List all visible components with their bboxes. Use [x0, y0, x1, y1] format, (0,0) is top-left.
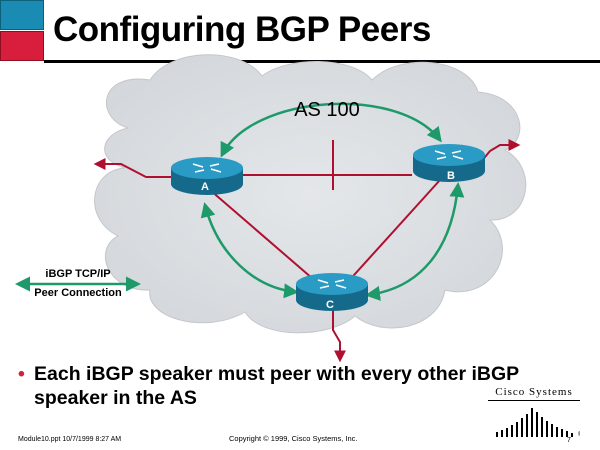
router-a[interactable]: A [171, 157, 243, 195]
router-c[interactable]: C [296, 273, 368, 311]
page-title: Configuring BGP Peers [53, 10, 431, 49]
peer-a-b [220, 102, 442, 158]
footer-file-info: Module10.ppt 10/7/1999 8:27 AM [18, 436, 122, 443]
router-b[interactable]: B [413, 144, 485, 182]
cisco-logo-text: Cisco Systems [495, 386, 573, 398]
router-a-label: A [201, 181, 209, 193]
peer-b-c [365, 182, 465, 301]
router-b-label: B [447, 170, 455, 182]
peer-a-c [200, 202, 299, 299]
external-link-c [332, 308, 346, 363]
router-arrows-icon [434, 150, 464, 160]
bullet-point: • Each iBGP speaker must peer with every… [18, 362, 538, 410]
router-c-label: C [326, 299, 334, 311]
bullet-text: Each iBGP speaker must peer with every o… [34, 363, 519, 409]
external-link-a [93, 158, 172, 178]
page-number: 7 [567, 437, 571, 444]
cisco-bridge-icon: ® [496, 408, 580, 438]
router-arrows-icon [192, 163, 222, 173]
title-square-red [0, 31, 44, 61]
ibgp-peer-connections [14, 102, 465, 301]
cisco-logo-rule [488, 400, 580, 401]
svg-text:®: ® [578, 431, 580, 438]
cisco-logo: Cisco Systems ® [488, 386, 580, 438]
legend-label-line1: iBGP TCP/IP [45, 268, 111, 280]
bullet-dot-icon: • [18, 363, 25, 385]
router-arrows-icon [317, 279, 347, 289]
as-label: AS 100 [294, 99, 360, 121]
title-square-blue [0, 0, 44, 30]
footer-copyright: Copyright © 1999, Cisco Systems, Inc. [229, 434, 358, 443]
legend-label-line2: Peer Connection [34, 287, 122, 299]
